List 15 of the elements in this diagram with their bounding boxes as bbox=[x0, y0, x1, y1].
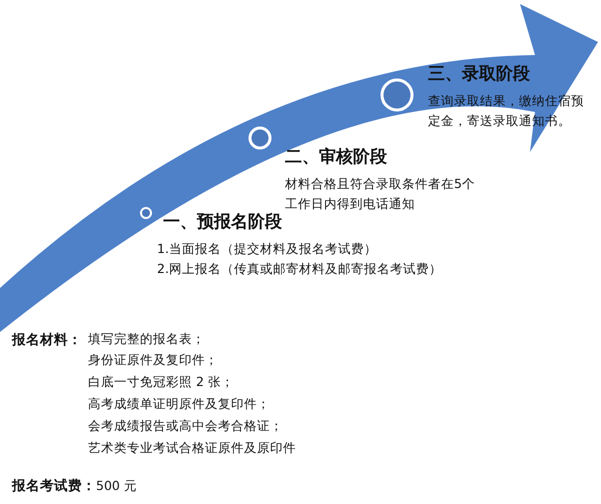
item-text: 会考成绩报告或高中会考合格证； bbox=[88, 418, 283, 435]
item-text: 白底一寸免冠彩照 2 张； bbox=[88, 374, 234, 391]
item-text: 500 元 bbox=[96, 478, 137, 495]
stage-description: 1.当面报名（提交材料及报名考试费） bbox=[157, 240, 378, 258]
item-text: 高考成绩单证明原件及复印件； bbox=[88, 396, 270, 413]
stage-description: 2.网上报名（传真或邮寄材料及邮寄报名考试费） bbox=[157, 260, 443, 278]
field-label: 报名材料： bbox=[12, 331, 82, 349]
stage-heading: 二、审核阶段 bbox=[285, 146, 387, 168]
item-text: 身份证原件及复印件； bbox=[88, 352, 218, 369]
stage-heading: 三、录取阶段 bbox=[428, 63, 530, 85]
stage-description: 材料合格且符合录取条件者在5个工作日内得到电话通知 bbox=[285, 175, 475, 213]
stage-heading: 一、预报名阶段 bbox=[163, 211, 282, 233]
item-text: 填写完整的报名表； bbox=[88, 331, 205, 348]
field-label: 报名考试费： bbox=[12, 477, 96, 495]
item-text: 艺术类专业考试合格证原件及原印件 bbox=[88, 440, 296, 457]
